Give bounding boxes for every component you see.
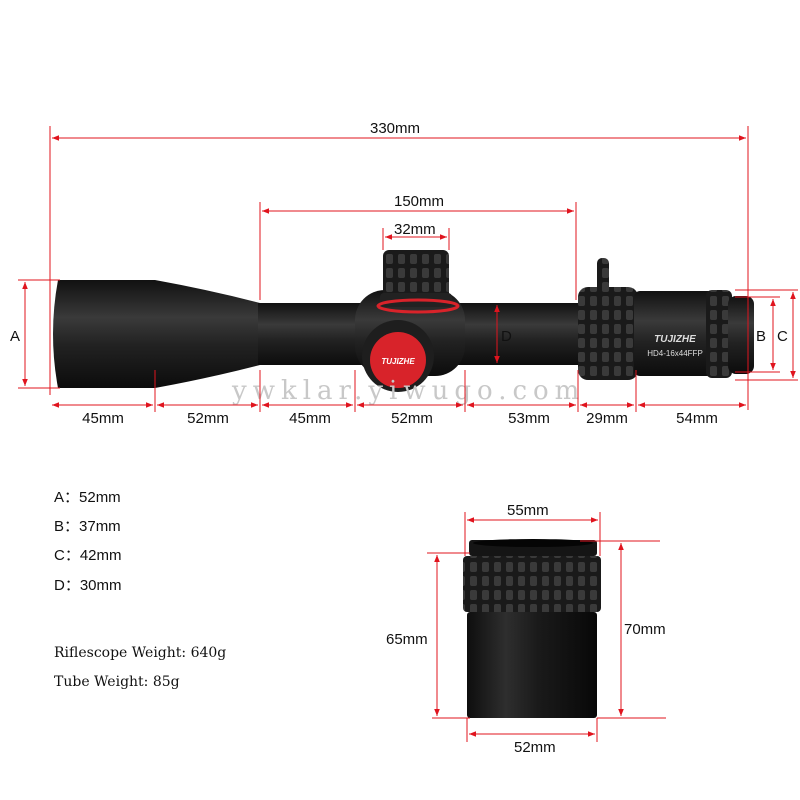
overall-length-label: 330mm [370, 120, 420, 137]
red-ring [376, 298, 460, 314]
tube-body [467, 612, 597, 718]
spec-c: C：42mm [54, 547, 122, 564]
spec-a: A：52mm [54, 489, 121, 506]
side-focus-cap [370, 332, 426, 388]
segment-labels: 45mm 52mm 45mm 52mm 53mm 29mm 54mm [82, 410, 718, 427]
tube-opening [473, 539, 593, 547]
cap-logo: TUJIZHE [381, 357, 415, 366]
segment-label: 54mm [676, 410, 718, 427]
mid-length-label: 150mm [394, 193, 444, 210]
dim-b-letter: B [756, 328, 766, 345]
segment-label: 52mm [187, 410, 229, 427]
elevation-turret [383, 250, 449, 306]
tube-top-width-label: 55mm [507, 502, 549, 519]
eyepiece-ring [706, 290, 732, 378]
objective-bell [53, 280, 260, 388]
spec-b: B：37mm [54, 518, 121, 535]
riflescope: TUJIZHE TUJIZHE HD4-16x44FFP [53, 250, 754, 392]
segment-label: 53mm [508, 410, 550, 427]
dim-a-letter: A [10, 328, 20, 345]
riflescope-weight: Riflescope Weight: 640g [54, 645, 227, 661]
sunshade-tube [463, 539, 601, 718]
watermark: ywklar.yiwugo.com [231, 376, 585, 406]
spec-d: D：30mm [54, 577, 122, 594]
eyepiece-body [634, 291, 714, 376]
dim-c-letter: C [777, 328, 788, 345]
dimension-lines [18, 126, 798, 412]
scope-model: HD4-16x44FFP [647, 349, 703, 358]
magnification-ring [578, 287, 638, 380]
dim-d-letter: D [501, 328, 512, 345]
segment-label: 52mm [391, 410, 433, 427]
ocular-lens-housing [728, 296, 754, 374]
segment-label: 29mm [586, 410, 628, 427]
tube-dimension-lines [427, 512, 666, 742]
segment-label: 45mm [289, 410, 331, 427]
tube-bottom-width-label: 52mm [514, 739, 556, 756]
tube-height-inner-label: 65mm [386, 631, 428, 648]
turret-width-label: 32mm [394, 221, 436, 238]
tube-knurled-ring [463, 556, 601, 612]
tube-weight: Tube Weight: 85g [54, 674, 180, 690]
tube-height-outer-label: 70mm [624, 621, 666, 638]
segment-label: 45mm [82, 410, 124, 427]
scope-brand: TUJIZHE [654, 334, 696, 345]
